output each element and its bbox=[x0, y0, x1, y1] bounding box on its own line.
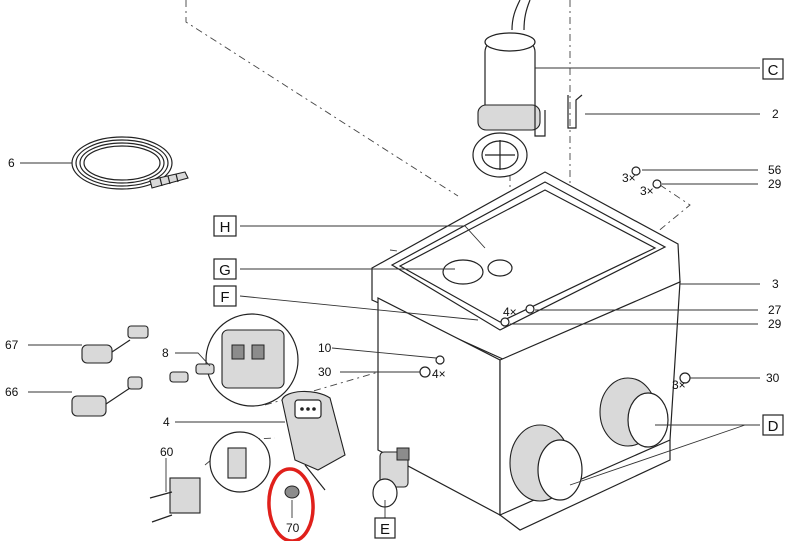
qty-10: 4× bbox=[432, 367, 446, 381]
qty-30: 3× bbox=[672, 378, 686, 392]
part-70-plug bbox=[284, 485, 300, 499]
callout-30-right: 30 bbox=[766, 371, 780, 385]
small-fasteners bbox=[419, 166, 691, 384]
callout-box-h: H bbox=[213, 215, 237, 237]
part-66-cable bbox=[71, 376, 143, 417]
part-2-clip bbox=[534, 94, 583, 137]
part-e-connector bbox=[372, 447, 410, 508]
callout-29-top: 29 bbox=[768, 177, 782, 191]
leader-lines bbox=[20, 67, 760, 518]
qty-29: 3× bbox=[640, 184, 654, 198]
callout-70: 70 bbox=[286, 521, 300, 535]
callout-56: 56 bbox=[768, 163, 782, 177]
callout-4: 4 bbox=[163, 415, 170, 429]
part-4-control-module bbox=[205, 313, 346, 491]
callout-67: 67 bbox=[5, 338, 19, 352]
callout-6: 6 bbox=[8, 156, 15, 170]
callout-h-text: H bbox=[220, 219, 231, 236]
callout-66: 66 bbox=[5, 385, 19, 399]
part-67-cable bbox=[81, 325, 149, 364]
part-8-screws bbox=[169, 363, 215, 383]
callout-30-left: 30 bbox=[318, 365, 332, 379]
callout-8: 8 bbox=[162, 346, 169, 360]
callout-27: 27 bbox=[768, 303, 782, 317]
callout-e-text: E bbox=[380, 521, 390, 538]
part-6-hose bbox=[71, 136, 189, 190]
callout-d-text: D bbox=[768, 418, 779, 435]
callout-g-text: G bbox=[219, 262, 231, 279]
callout-box-d: D bbox=[762, 414, 784, 436]
callout-3: 3 bbox=[772, 277, 779, 291]
callout-box-e: E bbox=[374, 517, 396, 539]
callout-box-c: C bbox=[762, 58, 784, 80]
callout-10: 10 bbox=[318, 341, 332, 355]
callout-2: 2 bbox=[772, 107, 779, 121]
qty-27: 4× bbox=[503, 305, 517, 319]
callout-f-text: F bbox=[220, 289, 229, 306]
qty-56: 3× bbox=[622, 171, 636, 185]
callout-box-g: G bbox=[213, 258, 237, 280]
callout-box-f: F bbox=[213, 285, 237, 307]
part-c-uvc-unit bbox=[472, 0, 541, 178]
callout-60: 60 bbox=[160, 445, 174, 459]
callout-c-text: C bbox=[768, 62, 779, 79]
part-60-bracket bbox=[149, 431, 271, 523]
callout-29-mid: 29 bbox=[768, 317, 782, 331]
